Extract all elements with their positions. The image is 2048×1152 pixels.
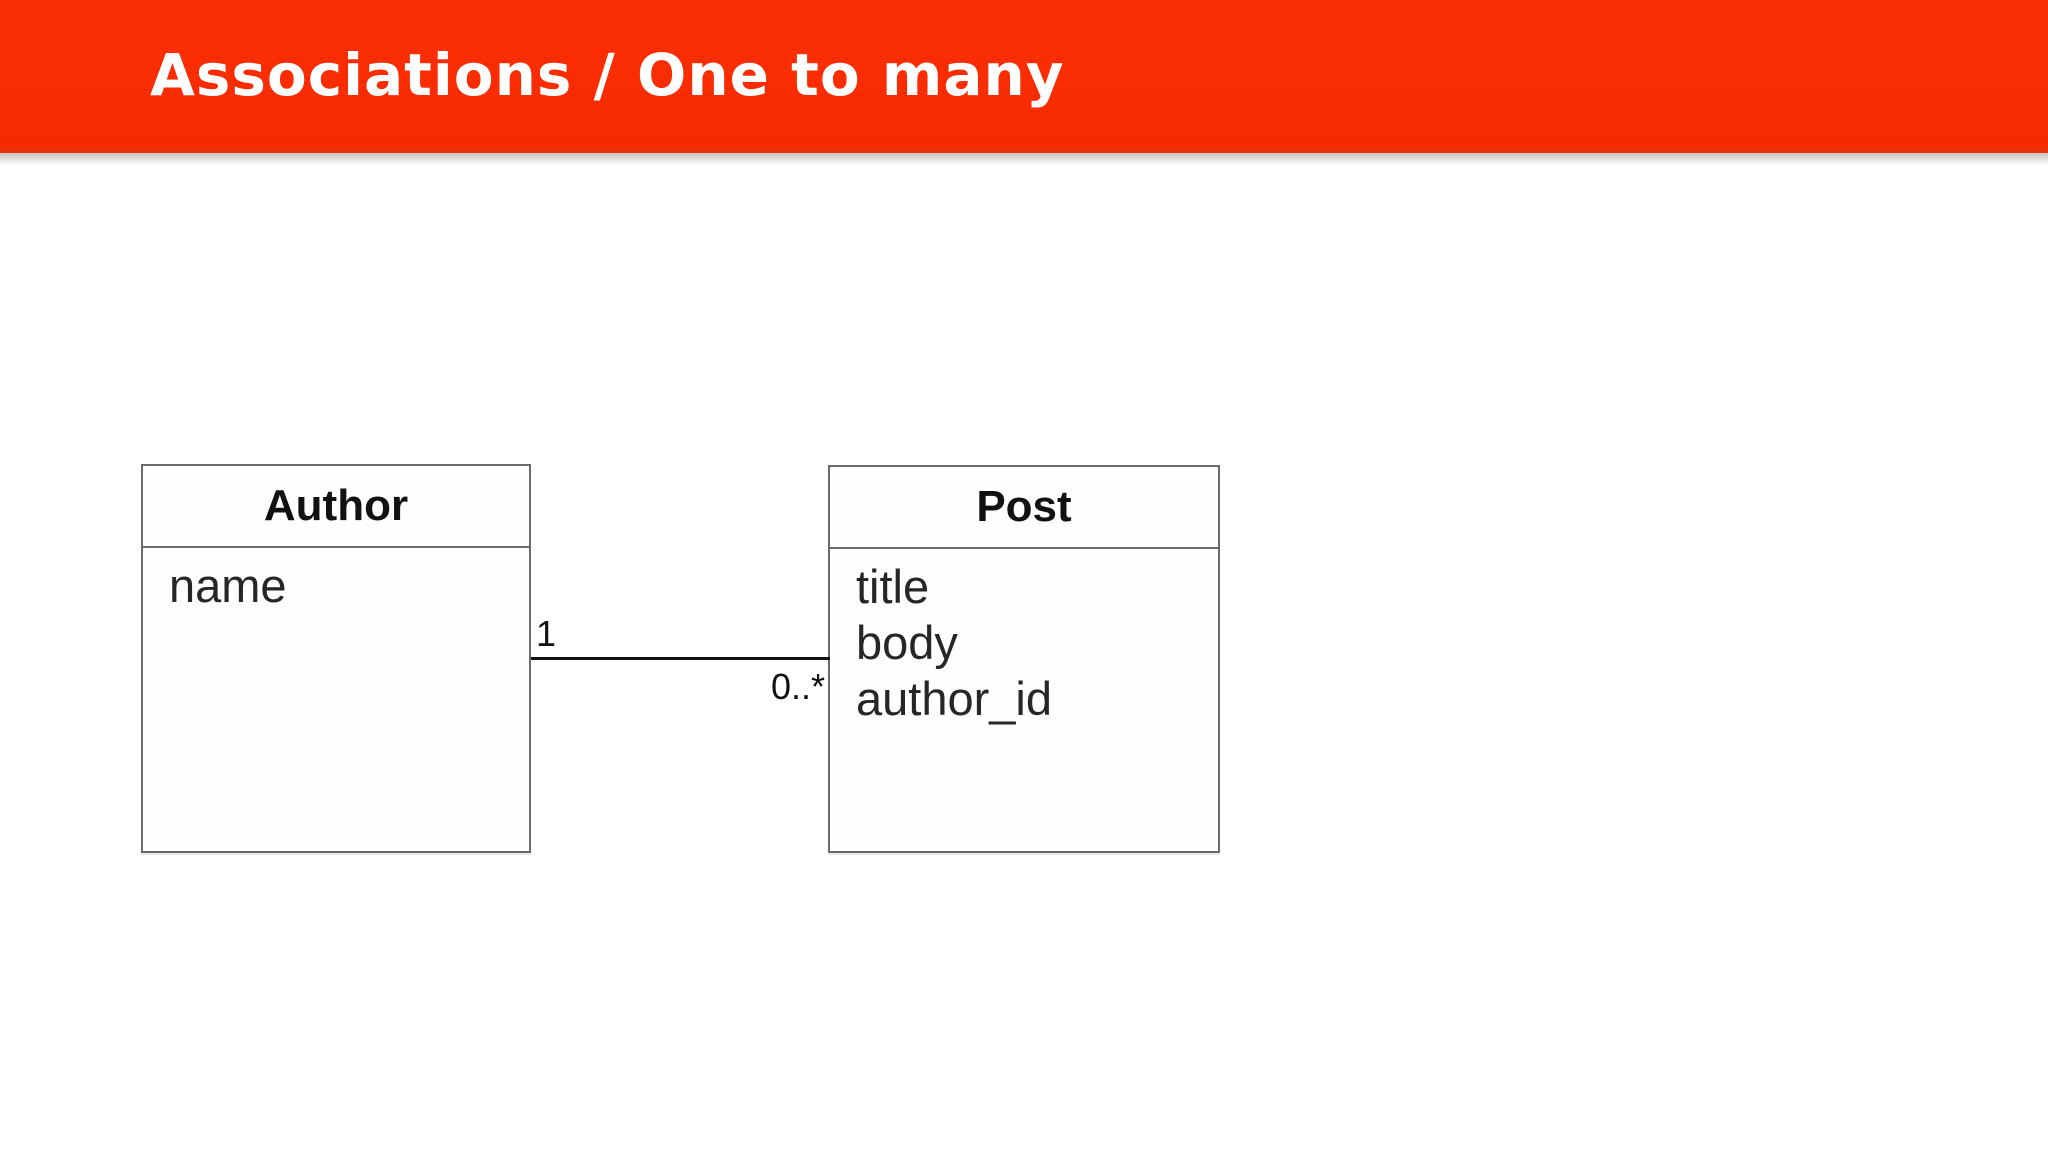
entity-author-fields: name bbox=[143, 548, 529, 614]
entity-post-fields: title body author_id bbox=[830, 549, 1218, 727]
field-body: body bbox=[856, 616, 958, 669]
field-name: name bbox=[169, 559, 287, 612]
association-line bbox=[531, 657, 830, 660]
header-bar: Associations / One to many bbox=[0, 0, 2048, 153]
entity-author-title: Author bbox=[143, 466, 529, 548]
entity-author: Author name bbox=[141, 464, 531, 853]
entity-post-title: Post bbox=[830, 467, 1218, 549]
entity-post: Post title body author_id bbox=[828, 465, 1220, 853]
field-title: title bbox=[856, 560, 930, 613]
page-title: Associations / One to many bbox=[150, 41, 1065, 109]
multiplicity-one-label: 1 bbox=[536, 613, 557, 654]
multiplicity-many-label: 0..* bbox=[770, 666, 825, 707]
field-author-id: author_id bbox=[856, 672, 1052, 725]
header-shadow bbox=[0, 153, 2048, 165]
